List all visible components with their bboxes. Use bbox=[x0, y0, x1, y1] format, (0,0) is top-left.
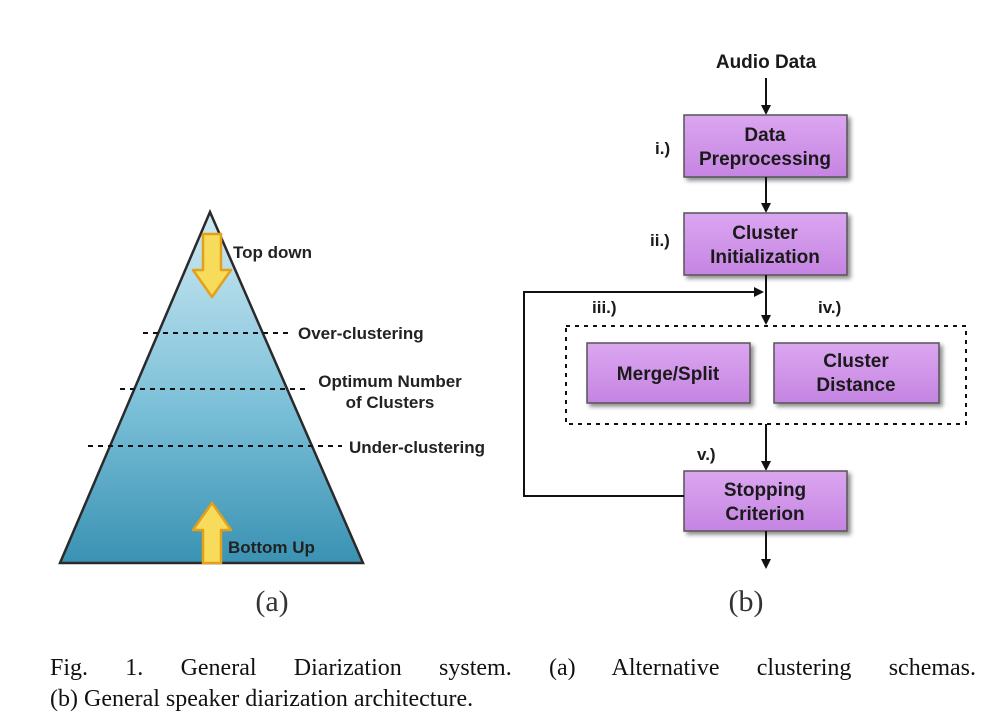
bottom-up-label: Bottom Up bbox=[228, 538, 315, 557]
panel-b-label: (b) bbox=[729, 585, 764, 618]
panel-b: Audio Data Data Preprocessing i.) Cluste… bbox=[523, 52, 967, 618]
cluster-distance-line1: Cluster bbox=[823, 351, 889, 372]
top-down-label: Top down bbox=[233, 243, 312, 262]
step-iii-label: iii.) bbox=[592, 298, 617, 317]
cluster-distance-line2: Distance bbox=[816, 375, 895, 396]
iteration-group bbox=[565, 325, 967, 425]
caption-line2: (b) General speaker diarization architec… bbox=[50, 686, 474, 712]
panel-a: Over-clustering Optimum Number of Cluste… bbox=[58, 208, 485, 618]
data-preprocessing-line2: Preprocessing bbox=[699, 149, 831, 170]
optimum-label-line1: Optimum Number bbox=[318, 372, 462, 391]
cluster-distance-box bbox=[773, 342, 940, 404]
top-down-arrow-icon bbox=[191, 232, 233, 299]
step-i-label: i.) bbox=[655, 139, 670, 158]
cluster-initialization-box bbox=[683, 212, 848, 276]
merge-split-label: Merge/Split bbox=[617, 364, 720, 385]
data-preprocessing-line1: Data bbox=[744, 125, 786, 146]
panel-a-label: (a) bbox=[255, 585, 288, 618]
caption-line1: Fig. 1. General Diarization system. (a) … bbox=[50, 655, 976, 681]
merge-split-box bbox=[586, 342, 751, 404]
step-iv-label: iv.) bbox=[818, 298, 841, 317]
stopping-criterion-line2: Criterion bbox=[725, 504, 804, 525]
over-clustering-label: Over-clustering bbox=[298, 324, 424, 343]
figure-caption: Fig. 1. General Diarization system. (a) … bbox=[50, 653, 976, 715]
under-clustering-label: Under-clustering bbox=[349, 438, 485, 457]
stopping-criterion-box bbox=[683, 470, 848, 532]
audio-data-label: Audio Data bbox=[716, 52, 817, 73]
cluster-initialization-line2: Initialization bbox=[710, 247, 820, 268]
step-ii-label: ii.) bbox=[650, 231, 670, 250]
optimum-label-line2: of Clusters bbox=[346, 393, 435, 412]
cluster-initialization-line1: Cluster bbox=[732, 223, 798, 244]
step-v-label: v.) bbox=[697, 445, 716, 464]
feedback-loop-arrow bbox=[523, 287, 764, 497]
stopping-criterion-line1: Stopping bbox=[724, 480, 806, 501]
bottom-up-arrow-icon bbox=[191, 501, 233, 565]
